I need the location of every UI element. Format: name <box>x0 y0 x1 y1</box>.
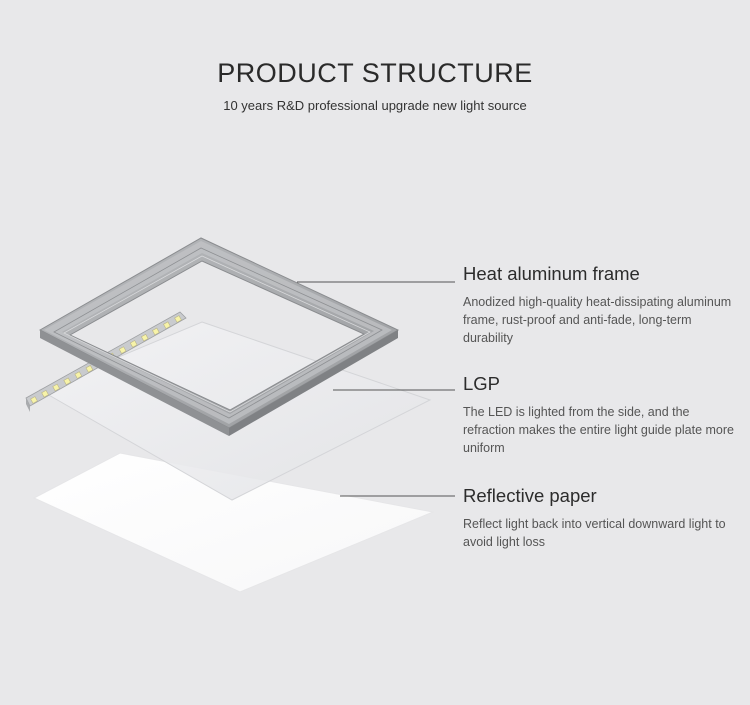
led-chip <box>52 383 60 392</box>
led-chip <box>140 333 149 342</box>
frame-info: Heat aluminum frame Anodized high-qualit… <box>463 263 743 347</box>
led-chip <box>163 321 171 330</box>
led-chip <box>74 371 83 379</box>
frame-description: Anodized high-quality heat-dissipating a… <box>463 295 732 345</box>
lgp-heading: LGP <box>463 373 501 394</box>
paper-description: Reflect light back into vertical downwar… <box>463 517 726 549</box>
led-chip <box>152 327 160 336</box>
lgp-info: LGP The LED is lighted from the side, an… <box>463 373 743 457</box>
frame-heading: Heat aluminum frame <box>463 263 640 284</box>
lgp-description: The LED is lighted from the side, and th… <box>463 405 734 455</box>
led-chip <box>118 346 127 354</box>
paper-info: Reflective paper Reflect light back into… <box>463 485 743 551</box>
led-chip <box>30 396 38 404</box>
led-chip <box>85 365 94 373</box>
aluminum-frame <box>38 237 400 436</box>
led-chip <box>41 389 49 398</box>
reflective-paper-sheet <box>32 452 435 593</box>
led-chip <box>174 315 182 323</box>
page-subtitle: 10 years R&D professional upgrade new li… <box>223 98 527 113</box>
paper-heading: Reflective paper <box>463 485 597 506</box>
page-title: PRODUCT STRUCTURE <box>217 58 533 88</box>
led-chip <box>129 340 138 348</box>
led-chip <box>63 377 72 386</box>
